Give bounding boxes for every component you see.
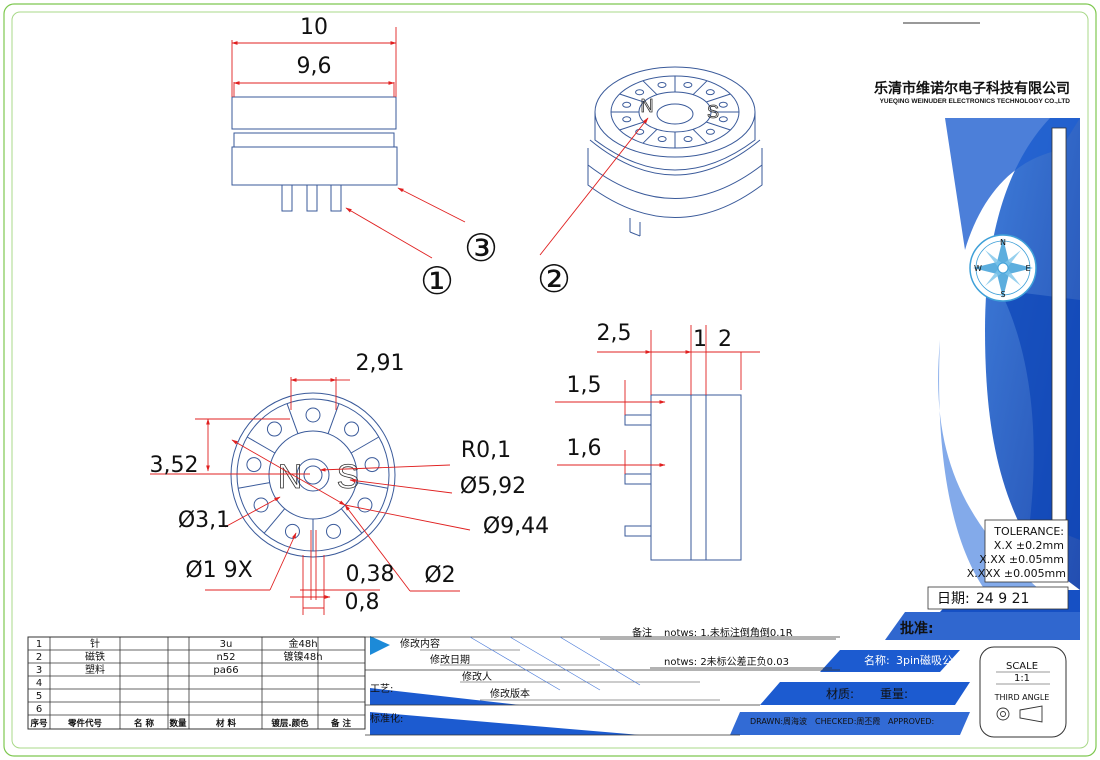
revision-content-label: 修改内容 [400, 637, 440, 650]
approve-label: 批准: [900, 620, 934, 637]
bom-row-number: 4 [36, 678, 42, 689]
dim-1-5: 1,5 [567, 373, 602, 398]
standardization-label: 标准化: [370, 712, 403, 725]
tolerance-line-1: X.X ±0.2mm [994, 539, 1064, 552]
bom-header-cell: 数量 [169, 718, 187, 729]
process-label: 工艺: [370, 683, 393, 695]
top-view: N S 2,91 3,52 R0,1 Ø5,92 Ø9,44 Ø3,1 Ø1 9… [150, 351, 549, 615]
dim-0-38: 0,38 [346, 562, 395, 587]
bom-header-cell: 名 称 [134, 718, 154, 729]
dim-2-5: 2,5 [597, 321, 632, 346]
name-label: 名称: [864, 653, 890, 667]
dim-d3-1: Ø3,1 [178, 508, 230, 533]
dim-10: 10 [300, 15, 328, 40]
dim-1-6: 1,6 [567, 436, 602, 461]
bom-header-cell: 材 料 [215, 718, 236, 729]
front-view: 10 9,6 ① ③ [231, 15, 498, 303]
callout-2: ② [537, 259, 571, 301]
pin-hole [284, 523, 300, 539]
top-marking-s: S [337, 458, 360, 496]
sheet-border-inner [11, 11, 1089, 749]
compass-s: S [1000, 290, 1005, 299]
bom-plating: 镀镍48h [283, 650, 322, 663]
top-marking-n: N [278, 458, 303, 496]
company-name-en: YUEQING WEINUDER ELECTRONICS TECHNOLOGY … [880, 98, 1071, 105]
scale-value: 1:1 [1014, 673, 1030, 684]
note-label: 备注 [632, 626, 652, 639]
bom-part-code: 磁铁 [85, 650, 105, 663]
revision-date-label: 修改日期 [430, 653, 470, 666]
pin-hole [344, 421, 360, 437]
dim-2: 2 [718, 327, 732, 352]
bom-row-number: 6 [36, 704, 42, 715]
bom-material: n52 [216, 652, 235, 663]
dim-d5-92: Ø5,92 [460, 474, 526, 499]
name-value: 3pin磁吸公 [896, 654, 953, 667]
weight-label: 重量: [880, 687, 908, 701]
tolerance-box: TOLERANCE: X.X ±0.2mm X.XX ±0.05mm X.XXX… [967, 525, 1066, 580]
bom-header-cell: 零件代号 [67, 718, 103, 729]
bom-row-number: 2 [36, 652, 42, 663]
bom-header-cell: 备 注 [330, 718, 351, 729]
tolerance-line-3: X.XXX ±0.005mm [967, 567, 1066, 580]
pin-hole [246, 457, 262, 473]
dim-3-52: 3,52 [150, 453, 199, 478]
bom-header-cell: 序号 [29, 718, 48, 729]
pin-hole [357, 497, 373, 513]
scale-label: SCALE [1006, 661, 1038, 672]
pin-hole [326, 523, 342, 539]
company-name-cn: 乐清市维诺尔电子科技有限公司 [874, 80, 1070, 96]
bom-part-code: 塑料 [85, 663, 105, 676]
compass-e: E [1025, 264, 1030, 273]
approved-label: APPROVED: [888, 717, 934, 726]
decorative-blue-band [370, 118, 1080, 735]
date-label: 日期: [937, 591, 970, 607]
bom-row-number: 1 [36, 639, 42, 650]
isometric-view: N S ② [537, 66, 763, 301]
bom-material: pa66 [213, 665, 238, 676]
compass-logo: N S E W [969, 234, 1037, 302]
note-2: notws: 2未标公差正负0.03 [664, 655, 789, 668]
dim-0-8: 0,8 [345, 590, 380, 615]
drawn-label: DRAWN:周海波 [750, 716, 807, 726]
callout-3: ③ [464, 228, 498, 270]
pin-hole [266, 421, 282, 437]
sheet-border-outer [3, 3, 1097, 757]
projection-label: THIRD ANGLE [994, 693, 1050, 702]
tolerance-line-2: X.XX ±0.05mm [979, 553, 1064, 566]
iso-marking-n: N [641, 96, 654, 116]
iso-marking-s: S [707, 102, 719, 122]
material-label: 材质: [826, 687, 854, 701]
date-value: 24 9 21 [976, 591, 1029, 607]
dim-d1-9x: Ø1 9X [185, 558, 252, 583]
dim-r0-1: R0,1 [461, 438, 511, 463]
dim-d9-44: Ø9,44 [483, 514, 549, 539]
dim-d2: Ø2 [424, 563, 455, 588]
checked-label: CHECKED:周丕霞 [815, 717, 880, 726]
pin-hole [305, 407, 321, 423]
revision-version-label: 修改版本 [490, 687, 530, 700]
note-1: notws: 1.未标注倒角倒0.1R [664, 626, 793, 639]
bom-header-cell: 镀层.颜色 [271, 718, 309, 729]
bom-material: 3u [220, 639, 233, 650]
bom-row-number: 3 [36, 665, 42, 676]
projection-symbol-icon [996, 707, 1010, 721]
dim-1: 1 [693, 327, 707, 352]
compass-w: W [974, 264, 982, 273]
side-view: 2,5 1 2 1,5 1,6 [555, 321, 760, 561]
compass-n: N [1000, 238, 1006, 247]
pin-hole [364, 457, 380, 473]
dim-9-6: 9,6 [297, 54, 332, 79]
bom-table: 1 针 3u 金48h 2 磁铁 n52 镀镍48h 3 塑料 pa66 4 5 6 序号 零件代号 名 称 数量… [27, 636, 366, 730]
bom-part-code: 针 [90, 637, 100, 650]
title-block: 日期: 24 9 21 批准: 名称: 3pin磁吸公 材质: 重量: SCAL… [365, 591, 1067, 738]
bom-row-number: 5 [36, 691, 42, 702]
callout-1: ① [420, 261, 454, 303]
bom-plating: 金48h [288, 637, 317, 650]
tolerance-title: TOLERANCE: [993, 525, 1064, 538]
revision-person-label: 修改人 [462, 670, 492, 683]
dim-2-91: 2,91 [356, 351, 405, 376]
